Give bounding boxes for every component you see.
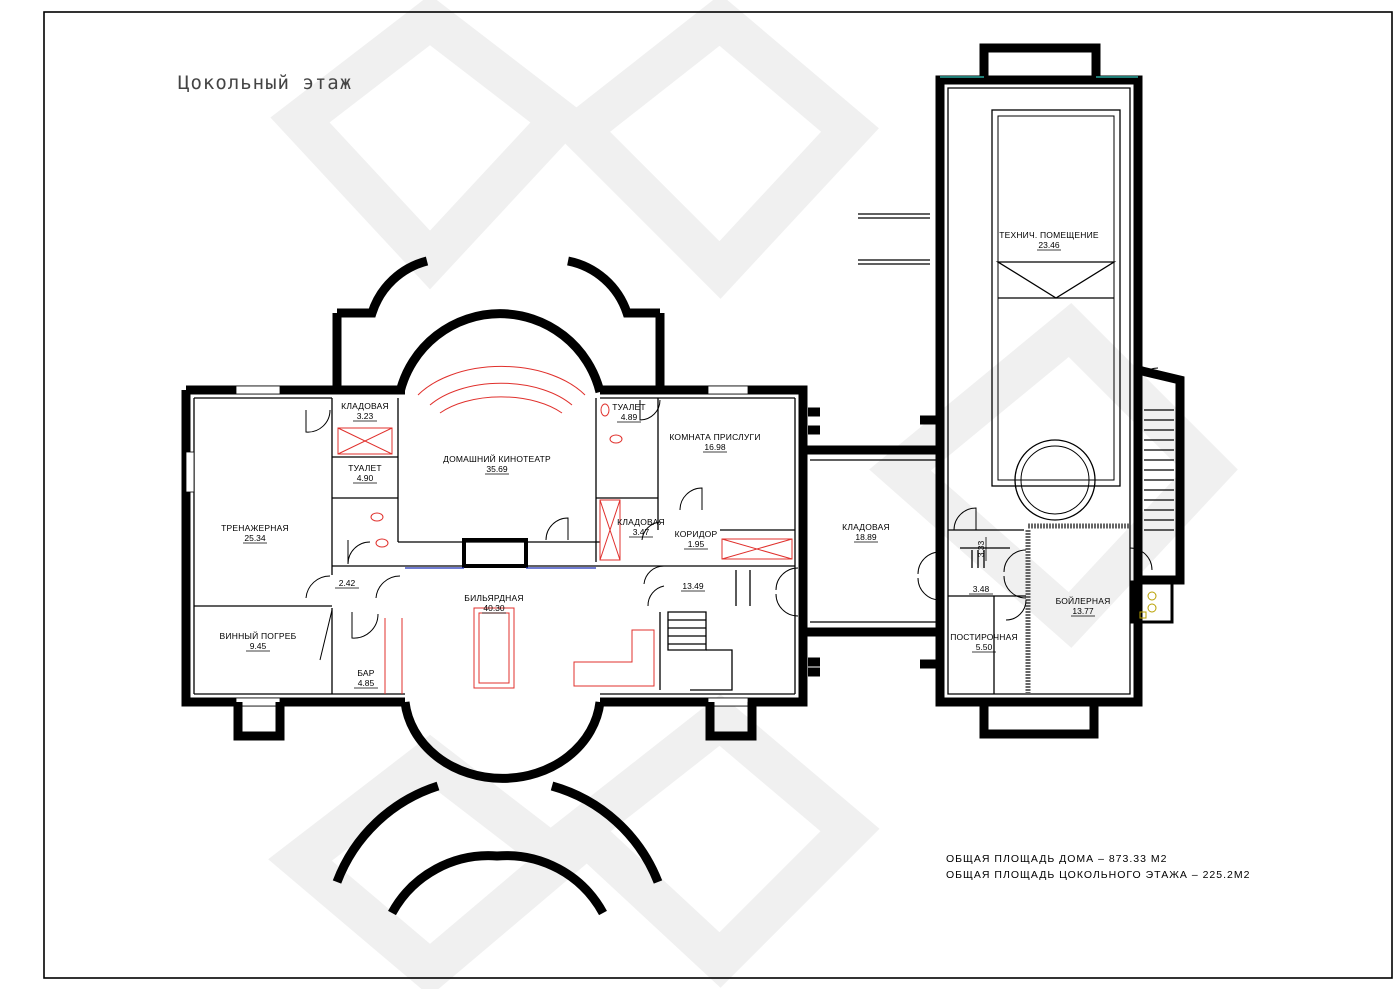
connector-walls xyxy=(803,213,936,637)
toilet-icon xyxy=(370,403,623,548)
room-area: 40.30 xyxy=(483,603,505,613)
sofa-icon xyxy=(573,629,655,687)
room-name: ТУАЛЕТ xyxy=(348,463,382,473)
room-label-small-vertical: 3.33 xyxy=(976,537,987,561)
room-name: БАР xyxy=(357,668,374,678)
cinema-seating xyxy=(417,365,586,414)
door-swings xyxy=(917,367,1159,621)
room-name: ПОСТИРОЧНАЯ xyxy=(950,632,1018,642)
room-area: 16.98 xyxy=(704,442,726,452)
room-area: 5.50 xyxy=(976,642,993,652)
room-label-hall-small: 2.42 xyxy=(335,578,359,589)
room-name: ВИННЫЙ ПОГРЕБ xyxy=(220,630,297,641)
room-name: БОЙЛЕРНАЯ xyxy=(1056,595,1111,606)
room-name: БИЛЬЯРДНАЯ xyxy=(464,593,523,603)
room-area: 35.69 xyxy=(486,464,508,474)
page-title: Цокольный этаж xyxy=(178,72,352,94)
staircase xyxy=(971,550,985,568)
door-swings xyxy=(305,399,799,661)
total-house-area: ОБЩАЯ ПЛОЩАДЬ ДОМА – 873.33 М2 xyxy=(946,853,1167,865)
room-name: КОРИДОР xyxy=(675,529,718,539)
room-name: ТЕХНИЧ. ПОМЕЩЕНИЕ xyxy=(999,230,1099,240)
room-area: 3.47 xyxy=(633,527,650,537)
room-name: КЛАДОВАЯ xyxy=(842,522,890,532)
total-basement-area: ОБЩАЯ ПЛОЩАДЬ ЦОКОЛЬНОГО ЭТАЖА – 225.2М2 xyxy=(946,869,1250,881)
room-label-tambur: 3.48 xyxy=(969,584,993,595)
room-area: 4.90 xyxy=(357,473,374,483)
windows xyxy=(185,385,749,707)
room-area: 13.77 xyxy=(1072,606,1094,616)
room-area: 3.23 xyxy=(357,411,374,421)
room-name: ТРЕНАЖЕРНАЯ xyxy=(221,523,289,533)
room-area: 1.95 xyxy=(688,539,705,549)
storage-shelves xyxy=(337,427,793,561)
billiard-table-icon xyxy=(473,607,515,689)
room-area: 3.33 xyxy=(976,540,986,557)
main-house-walls xyxy=(181,256,808,916)
room-area: 4.89 xyxy=(621,412,638,422)
room-area: 2.42 xyxy=(339,578,356,588)
room-area: 4.85 xyxy=(358,678,375,688)
room-name: КОМНАТА ПРИСЛУГИ xyxy=(669,432,760,442)
room-labels: ТРЕНАЖЕРНАЯ25.34КЛАДОВАЯ3.23ТУАЛЕТ4.90ДО… xyxy=(220,230,1111,689)
watermark xyxy=(268,0,1238,989)
window-pit xyxy=(705,702,757,741)
drawing-frame xyxy=(43,11,1393,979)
interior-walls xyxy=(193,397,796,695)
room-name: ТУАЛЕТ xyxy=(612,402,646,412)
door-jambs xyxy=(808,407,820,435)
window-pit xyxy=(233,702,285,741)
room-area: 13.49 xyxy=(682,581,704,591)
room-area: 18.89 xyxy=(855,532,877,542)
room-area: 23.46 xyxy=(1038,240,1060,250)
room-area: 25.34 xyxy=(244,533,266,543)
tech-wing-walls xyxy=(935,43,1185,739)
room-area: 3.48 xyxy=(973,584,990,594)
door-jambs xyxy=(808,657,820,677)
room-name: ДОМАШНИЙ КИНОТЕАТР xyxy=(443,453,551,464)
room-area: 9.45 xyxy=(250,641,267,651)
room-name: КЛАДОВАЯ xyxy=(341,401,389,411)
room-label-hall-right: 13.49 xyxy=(681,581,705,592)
staircase xyxy=(667,570,751,691)
room-name: КЛАДОВАЯ xyxy=(617,517,665,527)
